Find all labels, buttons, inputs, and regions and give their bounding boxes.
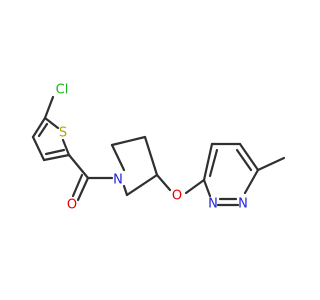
bond-c5-s (43, 116, 60, 130)
atom-o-ether: O (172, 189, 182, 204)
bond-c4-c3-inner (208, 148, 219, 178)
bond-n-c2p (110, 143, 126, 172)
bond-c2p-c3p (110, 135, 147, 147)
bond-c4p-o (155, 173, 172, 192)
bond-carbonyl-o-2 (71, 173, 84, 198)
bond-c6-c5-inner (235, 148, 253, 172)
molecule-structure: Cl S O N O N N (31, 83, 286, 213)
bond-c4p-c5p (125, 173, 159, 197)
bond-s-c2 (61, 138, 71, 157)
bond-c6-c5 (238, 142, 260, 172)
atom-n-pyridazine-2: N (208, 197, 218, 212)
bond-c4-c5-inner (37, 122, 49, 138)
atom-s: S (59, 126, 67, 141)
bond-c3pz-n2 (202, 178, 212, 198)
bond-c2-c3-inner (44, 148, 66, 156)
bond-c4-c5 (31, 116, 47, 139)
bond-c4-c3 (202, 142, 214, 182)
bond-cl-c5 (43, 95, 55, 120)
bond-c3p-c4p (143, 135, 159, 177)
bond-c2-carbonyl (67, 153, 90, 180)
bonds (31, 95, 286, 207)
bond-carbonyl-o-1 (76, 176, 90, 202)
bond-n1-c6 (243, 168, 260, 195)
bond-o-c3pz (184, 178, 206, 195)
bond-c3-c4 (31, 135, 46, 162)
atom-n-pyrrolidine: N (113, 173, 123, 188)
bond-c5p-n (122, 184, 129, 197)
atom-n-pyridazine-1: N (238, 197, 248, 212)
atom-cl: Cl (56, 83, 69, 98)
bond-c6-methyl (256, 156, 286, 172)
atom-labels: Cl S O N O N N (56, 83, 248, 213)
bond-c2-c3 (42, 153, 71, 162)
atom-o-carbonyl: O (67, 198, 77, 213)
